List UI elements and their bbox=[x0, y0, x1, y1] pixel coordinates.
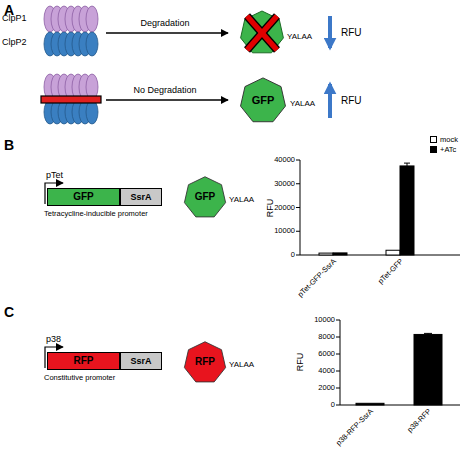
tick-label: 6000 bbox=[318, 350, 335, 358]
category-label: p38-RFP-SsrA bbox=[335, 407, 375, 447]
category-label: p38-RFP bbox=[406, 407, 433, 434]
rfp-protein: RFP bbox=[183, 340, 227, 384]
axis-title: RFU bbox=[296, 353, 305, 372]
tail-sequence: YALAA bbox=[229, 361, 254, 369]
node-text: RFP bbox=[74, 356, 94, 366]
tail-sequence: YALAA bbox=[290, 100, 315, 108]
protein-label: ClpP2 bbox=[2, 38, 27, 47]
tick-label: 20000 bbox=[274, 204, 295, 212]
reaction-arrow bbox=[106, 32, 228, 33]
category-label: pTet-GFP-SsrA bbox=[296, 257, 337, 298]
node-text: GFP bbox=[73, 192, 94, 202]
tick-label: 30000 bbox=[274, 180, 295, 188]
readout-label: RFU bbox=[341, 28, 362, 38]
tail-sequence: YALAA bbox=[287, 33, 312, 41]
panel-letter: B bbox=[4, 138, 14, 152]
tick-label: 0 bbox=[331, 401, 335, 409]
bar-chart bbox=[336, 320, 460, 405]
legend-swatch bbox=[430, 136, 437, 143]
tick-label: 8000 bbox=[318, 333, 335, 341]
tick-label: 2000 bbox=[318, 384, 335, 392]
legend-swatch bbox=[430, 146, 437, 153]
degraded-gfp bbox=[241, 11, 284, 53]
decrease-arrow bbox=[328, 16, 332, 48]
arrow-label: No Degradation bbox=[133, 86, 196, 95]
panel-letter: C bbox=[4, 305, 14, 319]
gfp-protein: GFP bbox=[183, 175, 227, 219]
legend-text: +ATc bbox=[440, 146, 456, 154]
legend-text: mock bbox=[440, 136, 458, 144]
promoter-label: pTet bbox=[46, 171, 63, 180]
bar-chart bbox=[296, 160, 460, 255]
promoter-label: p38 bbox=[46, 335, 61, 344]
protein-label: ClpP1 bbox=[2, 14, 27, 23]
legend-entry: +ATc bbox=[430, 146, 456, 154]
gene-box: GFP bbox=[47, 188, 120, 206]
readout-label: RFU bbox=[341, 96, 362, 106]
tick-label: 10000 bbox=[274, 228, 295, 236]
node-text: SsrA bbox=[130, 357, 151, 366]
clpp-protease bbox=[44, 6, 98, 56]
tick-label: 40000 bbox=[274, 156, 295, 164]
category-label: pTet-GFP bbox=[377, 257, 405, 285]
tag-box: SsrA bbox=[120, 188, 162, 206]
clpp-protease-inhibited bbox=[41, 74, 101, 124]
promoter-description: Constitutive promoter bbox=[44, 374, 115, 382]
tick-label: 10000 bbox=[314, 316, 335, 324]
increase-arrow bbox=[328, 84, 332, 118]
node-text: GFP bbox=[195, 192, 216, 202]
tag-box: SsrA bbox=[120, 352, 162, 370]
legend-entry: mock bbox=[430, 136, 458, 144]
reaction-arrow bbox=[106, 99, 228, 100]
arrow-label: Degradation bbox=[140, 19, 189, 28]
promoter-description: Tetracycline-inducible promoter bbox=[44, 210, 148, 218]
node-text: RFP bbox=[195, 357, 215, 367]
axis-title: RFU bbox=[266, 199, 275, 218]
gene-box: RFP bbox=[47, 352, 120, 370]
node-text: GFP bbox=[252, 95, 275, 106]
node-text: SsrA bbox=[130, 193, 151, 202]
tick-label: 4000 bbox=[318, 367, 335, 375]
tail-sequence: YALAA bbox=[229, 196, 254, 204]
tick-label: 0 bbox=[291, 251, 295, 259]
gfp-protein: GFP bbox=[239, 76, 287, 124]
